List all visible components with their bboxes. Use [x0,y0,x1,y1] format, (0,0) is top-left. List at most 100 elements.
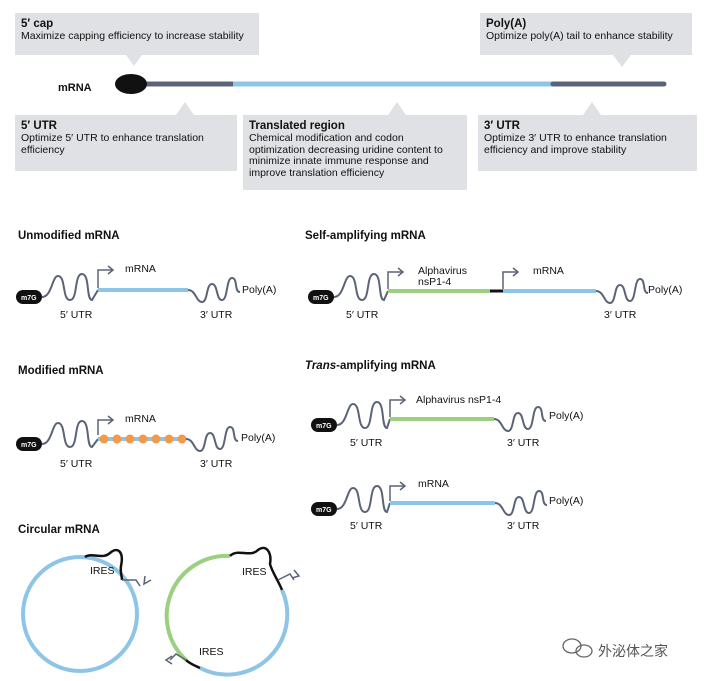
unmodified-mrna-label: mRNA [125,263,156,275]
m7g-cap [16,437,42,451]
start-arrow [97,269,112,288]
m7g-label: m7G [21,295,37,302]
modified-nucleosides [99,434,187,444]
self-amplifying-replicase-label: Alphavirus nsP1-4 [418,265,468,288]
trans-mrna-5utr-label: 5′ UTR [350,520,383,532]
start-arrowhead [512,267,520,277]
utr5-loop [41,272,99,302]
modified-title: Modified mRNA [18,365,104,377]
utr3-loop [187,276,241,304]
modification-dot [164,434,174,444]
m7g-label: m7G [313,295,329,302]
callout-translated-text: Chemical modification and codon optimiza… [249,132,443,179]
circular-backbone [21,555,139,673]
trans-amplifying-title: Trans-amplifying mRNA [305,360,436,372]
callout-3-utr-pointer [583,102,601,115]
ires-loop-bottom [185,659,201,670]
trans-replicase-3utr-label: 3′ UTR [507,437,540,449]
modified-polya-label: Poly(A) [241,432,276,444]
callout-5-cap-title: 5′ cap [21,18,54,30]
circular-mrna-simple [21,548,152,673]
start-arrow [122,579,141,587]
circular-replicase-arc [164,553,231,662]
circular-title: Circular mRNA [18,524,100,536]
self-amplifying-construct: m7G [308,267,649,305]
trans-amplifying-title-italic: Trans [305,360,337,372]
modification-dot [125,434,135,444]
self-amplifying-mrna-label: mRNA [533,265,564,277]
start-arrow-bottom [169,653,187,661]
watermark-icon [562,638,593,658]
callout-5-cap: 5′ cap Maximize capping efficiency to in… [15,13,259,55]
circular-left-ires-label: IRES [90,565,115,577]
ires-loop-top [229,546,284,591]
start-arrow-mrna [502,271,517,289]
start-arrow-top [277,573,295,581]
modification-dot [112,434,122,444]
utr3-loop [494,489,548,517]
callout-5-utr-text: Optimize 5′ UTR to enhance translation e… [21,132,204,156]
callout-5-utr: 5′ UTR Optimize 5′ UTR to enhance transl… [15,115,237,171]
m7g-cap [308,290,334,304]
circular-mrna-replicase [164,546,301,677]
trans-replicase-polya-label: Poly(A) [549,410,584,422]
self-amplifying-3utr-label: 3′ UTR [604,309,637,321]
callout-5-cap-text: Maximize capping efficiency to increase … [21,30,244,42]
trans-mrna-3utr-label: 3′ UTR [507,520,540,532]
modification-dot [177,434,187,444]
start-arrowhead [399,395,407,405]
start-arrow [389,485,404,501]
callout-polya-pointer [613,55,631,67]
modification-dot [138,434,148,444]
callout-5-utr-title: 5′ UTR [21,120,57,132]
m7g-label: m7G [316,507,332,514]
utr3-loop [493,405,547,433]
utr5-loop [333,272,389,302]
trans-amplifying-mrna-construct: m7G [311,481,548,517]
callout-translated-pointer [388,102,406,115]
m7g-cap [311,418,337,432]
modified-3utr-label: 3′ UTR [200,458,233,470]
start-arrowhead [107,265,115,275]
circular-right-ires-bottom-label: IRES [199,646,224,658]
chat-bubble [575,644,593,658]
unmodified-polya-label: Poly(A) [242,284,277,296]
trans-amplifying-replicase-construct: m7G [311,395,547,433]
ires-loop [84,548,124,581]
start-arrow-replicase [387,271,402,289]
start-arrowhead [143,575,152,586]
utr3-loop [595,277,649,305]
modified-construct: m7G [16,415,239,453]
trans-amplifying-title-rest: -amplifying mRNA [336,360,436,372]
start-arrow [389,399,404,417]
unmodified-construct: m7G [16,265,241,304]
trans-replicase-5utr-label: 5′ UTR [350,437,383,449]
modified-5utr-label: 5′ UTR [60,458,93,470]
callout-polya-text: Optimize poly(A) tail to enhance stabili… [486,30,673,42]
overview-cap-ellipse [115,74,147,94]
m7g-cap [16,290,42,304]
unmodified-title: Unmodified mRNA [18,230,120,242]
circular-coding-arc [199,589,290,677]
self-amplifying-title: Self-amplifying mRNA [305,230,426,242]
watermark-text: 外泌体之家 [598,643,668,659]
callout-translated-title: Translated region [249,120,345,132]
callout-3-utr-title: 3′ UTR [484,120,520,132]
self-amplifying-polya-label: Poly(A) [648,284,683,296]
m7g-label: m7G [21,442,37,449]
start-arrowhead [291,569,301,579]
callout-3-utr: 3′ UTR Optimize 3′ UTR to enhance transl… [478,115,697,171]
callout-5-utr-pointer [176,102,194,115]
m7g-cap [311,502,337,516]
start-arrowhead [164,655,173,665]
utr5-loop [336,400,391,430]
trans-replicase-label: Alphavirus nsP1-4 [416,394,502,406]
m7g-label: m7G [316,423,332,430]
callout-polya-title: Poly(A) [486,18,527,30]
modified-mrna-label: mRNA [125,413,156,425]
trans-mrna-polya-label: Poly(A) [549,495,584,507]
start-arrowhead [399,481,407,491]
callout-translated-region: Translated region Chemical modification … [243,115,467,190]
self-amplifying-5utr-label: 5′ UTR [346,309,379,321]
